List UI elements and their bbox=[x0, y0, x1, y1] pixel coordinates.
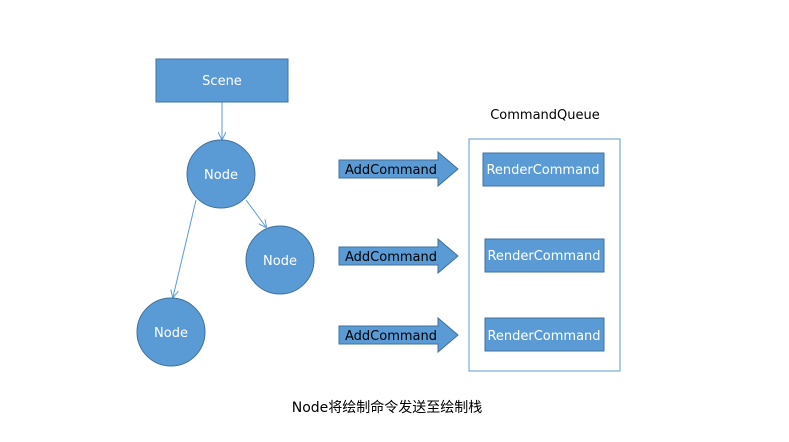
node-root-label: Node bbox=[204, 168, 238, 183]
add-command-arrow: AddCommand bbox=[338, 237, 459, 275]
command-queue-title: CommandQueue bbox=[490, 108, 600, 123]
add-command-label: AddCommand bbox=[345, 163, 437, 178]
connector-node-to-node-bottom bbox=[173, 199, 197, 297]
node-right: Node bbox=[245, 225, 315, 295]
scene-label: Scene bbox=[202, 74, 242, 89]
add-command-label: AddCommand bbox=[345, 250, 437, 265]
connectors bbox=[173, 102, 266, 297]
render-command-box: RenderCommand bbox=[484, 317, 605, 352]
node-root: Node bbox=[186, 139, 256, 209]
diagram-caption: Node将绘制命令发送至绘制栈 bbox=[292, 399, 483, 416]
render-command-label: RenderCommand bbox=[486, 163, 599, 178]
render-command-box: RenderCommand bbox=[482, 152, 605, 187]
node-right-label: Node bbox=[263, 254, 297, 269]
add-command-arrow: AddCommand bbox=[338, 316, 459, 354]
render-command-label: RenderCommand bbox=[487, 249, 600, 264]
render-command-label: RenderCommand bbox=[487, 329, 600, 344]
add-command-arrow: AddCommand bbox=[338, 150, 459, 188]
node-bottom: Node bbox=[136, 297, 206, 367]
add-command-label: AddCommand bbox=[345, 329, 437, 344]
scene-box: Scene bbox=[155, 58, 289, 103]
node-bottom-label: Node bbox=[154, 326, 188, 341]
render-command-box: RenderCommand bbox=[484, 238, 605, 273]
command-queue-container bbox=[468, 138, 621, 372]
connector-node-to-node-right bbox=[245, 199, 266, 227]
